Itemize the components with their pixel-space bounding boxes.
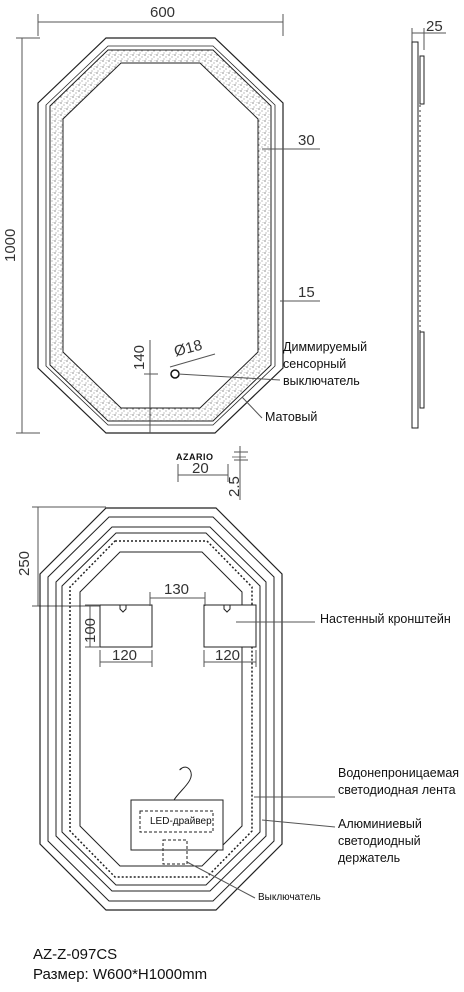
front-view (16, 14, 320, 500)
aluminum-label-line1: Алюминиевый (338, 817, 422, 831)
logo-width-label: 20 (192, 460, 209, 477)
switch-leader (186, 861, 256, 899)
bracket-spacing-label: 130 (164, 581, 190, 598)
side-top-bracket (419, 55, 425, 105)
dimmer-label-line1: Диммируемый (283, 340, 368, 354)
bracket-right-width-label: 120 (215, 647, 241, 664)
matte-label: Матовый (265, 410, 318, 424)
matte-leader (241, 396, 263, 419)
depth-label: 25 (426, 18, 443, 35)
led-driver-box (130, 799, 224, 851)
dimmer-label-line2: сенсорный (283, 357, 347, 371)
size-label: Размер: W600*H1000mm (33, 966, 208, 983)
brand-logo: AZARIO (176, 452, 214, 462)
gap-width-label: 15 (298, 284, 315, 301)
matte-band (49, 49, 272, 422)
aluminum-label-line3: держатель (338, 851, 401, 865)
led-strip (69, 540, 253, 878)
back-outer-frame (39, 507, 283, 911)
dimmer-leader (177, 373, 281, 381)
height-dimension-label: 1000 (2, 228, 19, 262)
bracket-left-width-label: 120 (112, 647, 138, 664)
frame-width-label: 30 (298, 132, 315, 149)
wall-bracket-left (99, 604, 153, 648)
aluminum-label-line2: светодиодный (338, 834, 421, 848)
bracket-offset-label: 250 (16, 550, 33, 576)
model-number: AZ-Z-097CS (33, 946, 118, 963)
bracket-label: Настенный кронштейн (320, 612, 451, 626)
side-profile (411, 41, 419, 429)
touch-switch-icon (170, 369, 180, 379)
dimmer-label-line3: выключатель (283, 374, 360, 388)
switch-offset-label: 140 (131, 344, 148, 370)
power-cable (173, 766, 192, 801)
switch-label: Выключатель (258, 892, 321, 903)
back-view (32, 506, 336, 911)
led-strip-label-line2: светодиодная лента (338, 783, 456, 797)
led-driver-label: LED-драйвер (150, 816, 212, 827)
side-view (411, 28, 446, 429)
aluminum-holder (79, 551, 243, 867)
wall-bracket-right (203, 604, 257, 648)
bracket-height-label: 100 (82, 617, 99, 643)
switch-box (162, 839, 188, 865)
width-dimension-label: 600 (150, 4, 176, 21)
led-driver (139, 810, 214, 833)
aluminum-leader (261, 819, 336, 828)
logo-height-label: 2.5 (226, 476, 243, 497)
mirror-outer-frame (37, 37, 284, 434)
led-strip-label-line1: Водонепроницаемая (338, 766, 460, 780)
side-bottom-bracket (419, 331, 425, 409)
